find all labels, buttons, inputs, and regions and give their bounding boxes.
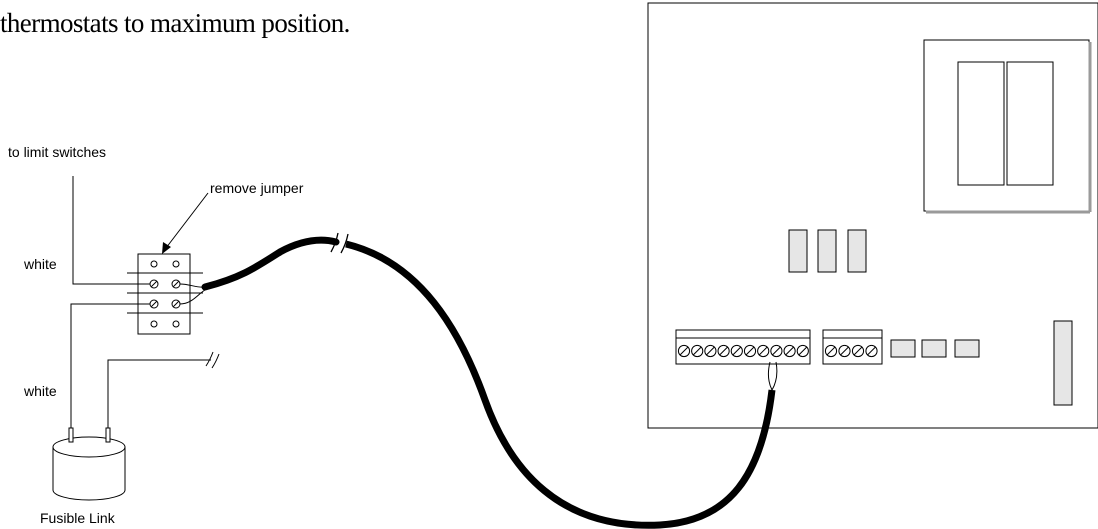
control-board — [647, 2, 1098, 429]
relay-module — [923, 39, 1092, 214]
terminal-screw-4 — [171, 299, 181, 309]
terminal-screw-small-2 — [838, 344, 851, 358]
terminal-screw-main-3 — [704, 344, 717, 358]
remove-jumper-arrow — [162, 192, 209, 254]
relay-window-right — [1006, 61, 1054, 186]
terminal-screw-small-3 — [851, 344, 865, 358]
wire-break-mark-2 — [211, 353, 220, 369]
terminal-screws-main — [677, 344, 809, 358]
board-small-component-1 — [890, 339, 916, 358]
terminal-screw-main-7 — [757, 344, 770, 358]
terminal-block-body — [137, 253, 191, 335]
board-component-3 — [847, 229, 867, 273]
terminal-screw-small-4 — [865, 344, 878, 358]
terminal-screw-main-5 — [730, 344, 743, 358]
terminal-screw-main-4 — [717, 344, 730, 358]
label-white-upper: white — [24, 256, 57, 272]
cable-segment-right — [345, 240, 776, 529]
label-to-limit-switches: to limit switches — [8, 144, 107, 160]
board-component-2 — [817, 229, 837, 273]
board-edge-connector — [1053, 320, 1073, 406]
label-white-lower: white — [24, 383, 57, 399]
wire-fusible-return — [107, 359, 211, 430]
terminal-hole-3 — [150, 320, 158, 328]
fusible-link-top — [52, 436, 126, 458]
terminal-screw-3 — [149, 299, 159, 309]
limit-wiring — [70, 176, 220, 430]
terminal-strip-small — [822, 329, 883, 365]
cable-break-mark-2 — [340, 233, 349, 254]
fusible-link-terminal-1 — [68, 427, 74, 443]
terminal-hole-1 — [150, 260, 158, 268]
limit-terminal-block — [127, 253, 206, 335]
terminal-screw-main-6 — [743, 344, 757, 358]
terminal-hole-2 — [172, 260, 180, 268]
cable-lead-2 — [771, 361, 778, 391]
board-component-1 — [788, 229, 808, 273]
board-small-component-3 — [954, 339, 980, 358]
thermostat-cable — [201, 232, 778, 529]
terminal-screw-small-1 — [824, 344, 838, 358]
wire-to-limit-switches — [72, 176, 150, 285]
label-fusible-link: Fusible Link — [40, 510, 115, 526]
terminal-screw-main-1 — [677, 344, 691, 358]
board-small-component-2 — [921, 339, 947, 358]
label-remove-jumper: remove jumper — [210, 180, 304, 196]
terminal-strip-main — [675, 329, 811, 365]
terminal-screw-main-2 — [691, 344, 704, 358]
terminal-screw-1 — [149, 279, 159, 289]
wire-to-fusible-link — [70, 303, 150, 430]
relay-window-left — [957, 61, 1005, 186]
terminal-screws-small — [824, 344, 878, 358]
cable-break-mark-1 — [330, 232, 339, 253]
terminal-screw-main-10 — [796, 344, 809, 358]
instruction-text: thermostats to maximum position. — [0, 8, 350, 38]
cable-wire-upper — [179, 283, 206, 288]
terminal-screw-2 — [171, 279, 181, 289]
cable-wire-lower — [179, 289, 206, 305]
fusible-link-terminal-2 — [105, 427, 111, 443]
cable-lead-1 — [767, 361, 773, 391]
wire-break-mark-1 — [205, 351, 214, 367]
fusible-link-body — [52, 447, 126, 501]
terminal-screw-main-8 — [770, 344, 783, 358]
terminal-hole-4 — [172, 320, 180, 328]
terminal-screw-main-9 — [783, 344, 796, 358]
cable-segment-left — [201, 236, 340, 291]
fusible-link-component — [52, 427, 126, 501]
